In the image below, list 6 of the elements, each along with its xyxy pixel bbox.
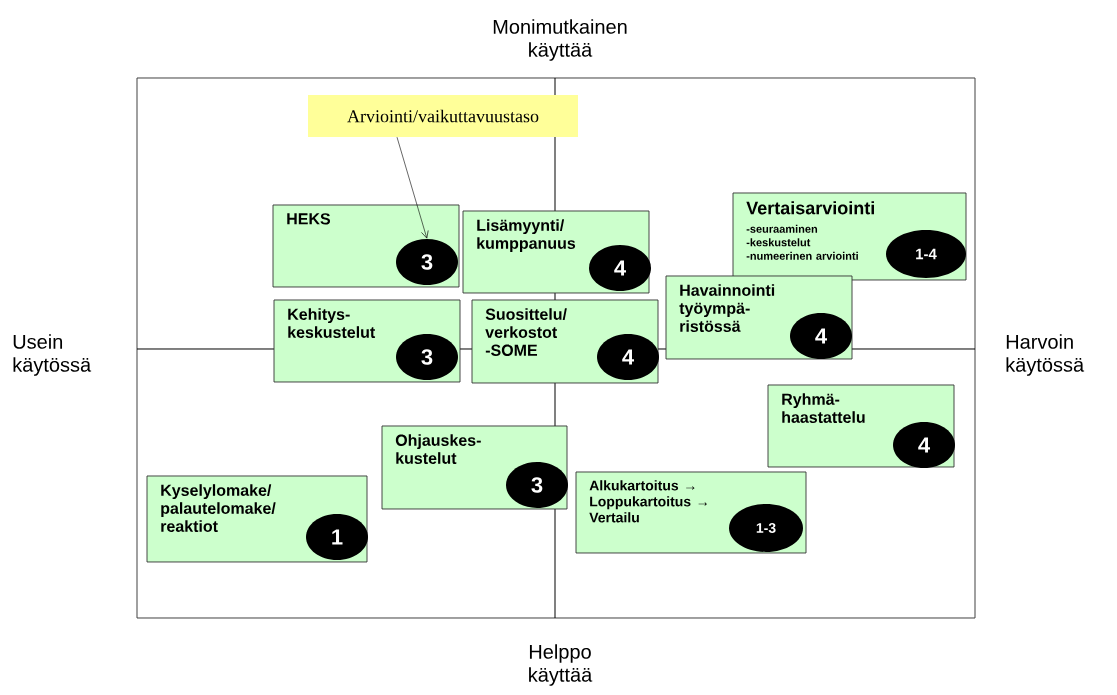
callout-box: Arviointi/vaikuttavuustaso [308, 95, 578, 137]
axis-label: Harvoin käytössä [1006, 334, 1085, 376]
leader-line [396, 136, 429, 239]
axis-label: Usein käytössä [13, 334, 92, 376]
axis-label: Helppo käyttää [529, 644, 593, 686]
axis-label: Monimutkainen käyttää [493, 19, 627, 61]
